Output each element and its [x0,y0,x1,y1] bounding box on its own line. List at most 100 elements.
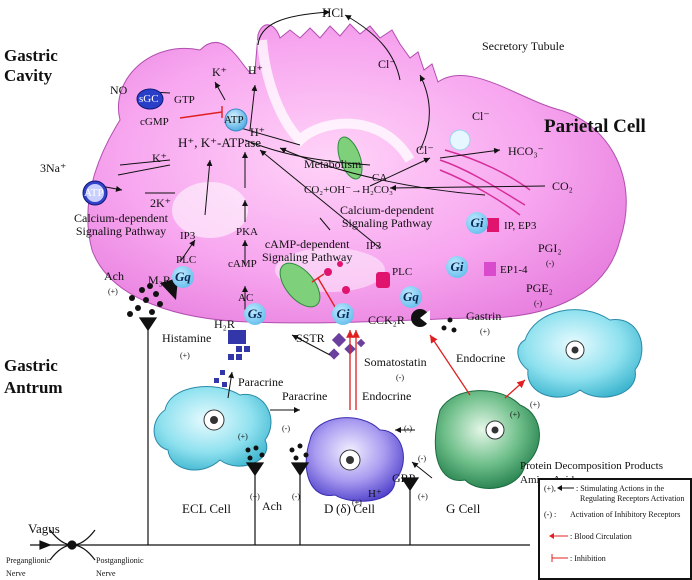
label-h-plus-bottom: H⁺ [368,488,382,500]
label-gastrin: Gastrin [466,309,502,323]
label-ip3-right: IP3 [366,240,382,252]
sign-pge2: (-) [534,299,542,308]
label-histamine: Histamine [162,331,212,345]
label-reaction: CO₂+OH⁻→H₂CO₃ [304,184,393,196]
label-somatostatin: Somatostatin [364,355,427,369]
label-cl-3: Cl⁻ [416,143,434,157]
label-atpase: H⁺, K⁺-ATPase [178,135,262,150]
section-gastric-antrum-line2: Antrum [4,378,63,397]
gastrin-dots [441,317,457,333]
sign-g-right-plus: (+) [530,400,540,409]
label-endocrine-right: Endocrine [456,351,506,365]
receptor-sites [324,218,499,327]
label-hco3: HCO₃⁻ [508,144,544,158]
label-cl-2: Cl⁻ [472,109,490,123]
label-sgc: sGC [139,93,159,105]
section-gastric-cavity-line2: Cavity [4,66,53,85]
label-ip3-left: IP3 [180,230,196,242]
label-ach-top: Ach [104,269,124,283]
label-protein-line1: Protein Decomposition Products [520,460,663,472]
label-camp-pathway: cAMP-dependent Signaling Pathway [262,237,353,264]
blood-circulation-arrows [346,330,526,410]
label-atp-2: ATP [84,187,104,199]
label-ach-bottom: Ach [262,499,282,513]
enzyme-blobs [82,88,471,206]
label-k-plus-top: K⁺ [212,65,227,79]
label-cl-1: Cl⁻ [378,57,396,71]
d-cell-shape [305,417,404,502]
label-h2r: H₂R [214,317,235,331]
label-2k: 2K⁺ [150,196,171,210]
label-plc-left: PLC [176,254,197,266]
label-plc-right: PLC [392,266,413,278]
receptor-gq-left: Gq [172,266,194,288]
sign-pgi2: (-) [546,259,554,268]
label-ca: CA [372,172,388,184]
legend-symbols [549,485,574,562]
label-pka: PKA [236,226,259,238]
label-cgmp: cGMP [140,116,169,128]
section-parietal-cell: Parietal Cell [544,116,646,137]
label-ip-ep3: IP, EP3 [504,220,537,232]
label-h-plus-mid: H⁺ [250,125,265,139]
sign-g-minus: (-) [418,454,426,463]
sign-d-plus: (+) [352,498,362,507]
cell-signal-arrows [227,334,433,479]
label-pgi2: PGI₂ [538,241,562,255]
ach-dots-bottom [245,443,309,461]
receptor-gq-right: Gq [400,286,422,308]
label-cck2r: CCK₂R [368,313,405,327]
label-k-plus-left: K⁺ [152,151,167,165]
label-paracrine-mid: Paracrine [282,389,328,403]
label-hcl: HCl [322,5,344,20]
label-ep1-4: EP1-4 [500,264,528,276]
label-sstr: SSTR [296,331,325,345]
g-cell-top-right [517,309,643,398]
legend: (+), : Stimulating Actions in the Regula… [538,478,692,580]
label-atp-1: ATP [224,114,244,126]
label-endocrine-mid: Endocrine [362,389,412,403]
label-metabolism: Metabolism [304,157,362,171]
label-m3r: M₃R [148,273,171,287]
receptor-gi-ip: Gi [466,212,488,234]
parietal-arrows [94,9,546,310]
label-vagus: Vagus [28,521,60,536]
label-grp: GRP [392,471,416,485]
sign-d-minus: (-) [404,424,412,433]
label-camp: cAMP [228,258,257,270]
label-co2: CO₂ [552,179,573,193]
label-calcium-right: Calcium-dependent Signaling Pathway [340,203,434,230]
section-gastric-antrum-line1: Gastric [4,356,58,375]
label-paracrine-left: Paracrine [238,375,284,389]
label-pge2: PGE₂ [526,281,553,295]
legend-plus-sym: (+), [544,484,556,493]
legend-minus-sym: (-) : [544,510,557,519]
sign-histamine: (+) [180,351,190,360]
label-postganglionic: Postganglionic Nerve [96,556,144,578]
receptor-gi-ep: Gi [446,256,468,278]
legend-minus-text: Activation of Inhibitory Receptors [570,510,681,519]
sign-ecl-plus: (+) [250,492,260,501]
legend-plus-text-1: : Stimulating Actions in the [576,484,664,493]
sign-ach-top: (+) [108,287,118,296]
legend-plus-text-2: Regulating Receptors Activation [580,494,685,503]
label-calcium-left: Calcium-dependent Signaling Pathway [74,211,168,238]
sign-ecl-minus: (-) [282,424,290,433]
label-gtp: GTP [174,94,195,106]
ecl-cell-shape [153,386,272,471]
sign-g-plus: (+) [418,492,428,501]
sign-ach-minus: (-) [292,492,300,501]
label-d-cell: D (δ) Cell [324,501,376,516]
sign-gastrin: (+) [480,327,490,336]
receptor-gi-mid: Gi [332,303,354,325]
g-cell-shape [434,390,540,489]
legend-blood-text: : Blood Circulation [570,532,632,541]
label-secretory-tubule: Secretory Tubule [482,39,565,53]
label-no: NO [110,83,128,97]
label-ac: AC [238,292,254,304]
label-h-plus-top: H⁺ [248,63,263,77]
h2r-cluster [214,330,250,387]
label-3na: 3Na⁺ [40,161,67,175]
